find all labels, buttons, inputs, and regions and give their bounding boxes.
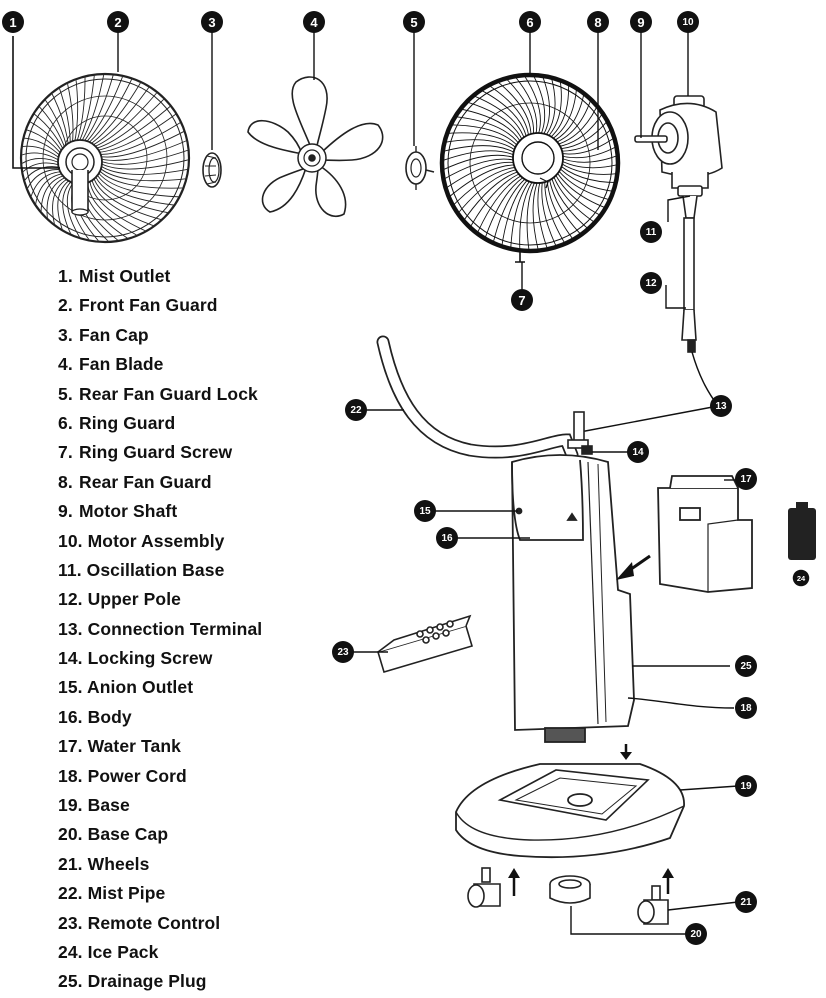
mist-pipe-drawing bbox=[383, 342, 572, 455]
parts-list-item: 24. Ice Pack bbox=[58, 938, 262, 967]
motor-assembly-drawing bbox=[635, 96, 722, 218]
leader-21 bbox=[668, 902, 738, 910]
callout-label-8: 8 bbox=[594, 15, 601, 30]
parts-list-item: 25. Drainage Plug bbox=[58, 967, 262, 996]
callout-label-21: 21 bbox=[740, 897, 752, 908]
callout-label-20: 20 bbox=[690, 929, 702, 940]
parts-list-item: 11. Oscillation Base bbox=[58, 556, 262, 585]
parts-list-item: 12. Upper Pole bbox=[58, 585, 262, 614]
parts-list-item: 21. Wheels bbox=[58, 850, 262, 879]
leader-19 bbox=[680, 786, 738, 790]
connection-terminal-drawing bbox=[568, 412, 592, 454]
callout-label-4: 4 bbox=[310, 15, 318, 30]
water-tank-drawing bbox=[658, 476, 752, 592]
callout-label-11: 11 bbox=[646, 227, 657, 238]
parts-list-item: 1. Mist Outlet bbox=[58, 262, 262, 291]
callout-label-2: 2 bbox=[114, 15, 121, 30]
parts-list-item: 15. Anion Outlet bbox=[58, 673, 262, 702]
callout-label-22: 22 bbox=[350, 405, 362, 416]
callout-label-17: 17 bbox=[740, 474, 752, 485]
parts-list-item: 14. Locking Screw bbox=[58, 644, 262, 673]
parts-list-item: 23. Remote Control bbox=[58, 909, 262, 938]
leader-1 bbox=[13, 36, 60, 168]
leader-12 bbox=[666, 285, 686, 308]
parts-list-item: 19. Base bbox=[58, 791, 262, 820]
callout-label-24: 24 bbox=[797, 574, 806, 583]
parts-list-item: 6. Ring Guard bbox=[58, 409, 262, 438]
callout-label-7: 7 bbox=[518, 293, 525, 308]
fan-cap-drawing bbox=[203, 153, 221, 187]
parts-list-item: 2. Front Fan Guard bbox=[58, 291, 262, 320]
callout-label-19: 19 bbox=[740, 781, 752, 792]
callout-label-5: 5 bbox=[410, 15, 417, 30]
callout-label-15: 15 bbox=[419, 506, 431, 517]
ice-pack-drawing bbox=[788, 502, 816, 560]
parts-list-item: 20. Base Cap bbox=[58, 820, 262, 849]
upper-pole-drawing bbox=[682, 218, 696, 352]
rear-fan-guard-drawing bbox=[436, 69, 624, 262]
parts-list-item: 8. Rear Fan Guard bbox=[58, 468, 262, 497]
parts-list-item: 3. Fan Cap bbox=[58, 321, 262, 350]
callout-label-12: 12 bbox=[645, 278, 657, 289]
down-arrow bbox=[620, 744, 632, 760]
callout-label-18: 18 bbox=[740, 703, 752, 714]
parts-list-item: 16. Body bbox=[58, 703, 262, 732]
remote-control-drawing bbox=[378, 616, 472, 672]
parts-list-item: 4. Fan Blade bbox=[58, 350, 262, 379]
callout-label-10: 10 bbox=[682, 17, 694, 28]
parts-list-item: 17. Water Tank bbox=[58, 732, 262, 761]
callout-label-25: 25 bbox=[740, 661, 752, 672]
body-drawing bbox=[512, 455, 634, 742]
front-fan-guard-drawing bbox=[15, 68, 195, 248]
parts-list-item: 13. Connection Terminal bbox=[58, 615, 262, 644]
callout-label-23: 23 bbox=[337, 647, 349, 658]
fan-blade-drawing bbox=[248, 77, 383, 216]
parts-list-item: 10. Motor Assembly bbox=[58, 527, 262, 556]
parts-list-item: 18. Power Cord bbox=[58, 762, 262, 791]
callout-label-9: 9 bbox=[637, 15, 644, 30]
insert-arrow bbox=[616, 556, 650, 580]
base-drawing bbox=[456, 764, 684, 857]
parts-list: 1. Mist Outlet 2. Front Fan Guard 3. Fan… bbox=[58, 262, 262, 997]
callout-label-14: 14 bbox=[632, 447, 644, 458]
base-cap-drawing bbox=[550, 876, 590, 903]
callout-label-16: 16 bbox=[441, 533, 453, 544]
leader-18 bbox=[628, 698, 734, 708]
callout-label-6: 6 bbox=[526, 15, 533, 30]
parts-list-item: 7. Ring Guard Screw bbox=[58, 438, 262, 467]
parts-list-item: 5. Rear Fan Guard Lock bbox=[58, 380, 262, 409]
callout-label-13: 13 bbox=[715, 401, 727, 412]
up-arrows bbox=[508, 868, 674, 896]
parts-list-item: 9. Motor Shaft bbox=[58, 497, 262, 526]
rear-fan-guard-lock-drawing bbox=[406, 146, 434, 190]
callout-label-3: 3 bbox=[208, 15, 215, 30]
callout-label-1: 1 bbox=[9, 15, 16, 30]
parts-list-item: 22. Mist Pipe bbox=[58, 879, 262, 908]
leader-13b bbox=[580, 406, 718, 432]
